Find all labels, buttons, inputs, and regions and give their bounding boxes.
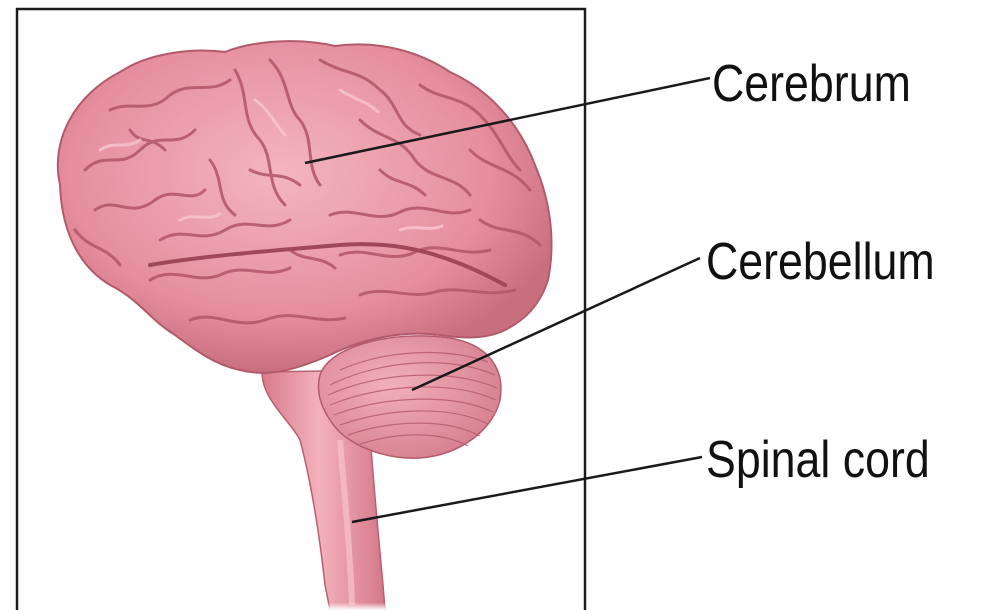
spinal-cord-leader-line: [352, 457, 702, 522]
cerebrum-shape: [58, 41, 552, 373]
spinal-cord-label: Spinal cord: [706, 434, 930, 486]
cerebellum-label: Cerebellum: [706, 236, 935, 288]
cerebrum-label: Cerebrum: [712, 58, 911, 110]
